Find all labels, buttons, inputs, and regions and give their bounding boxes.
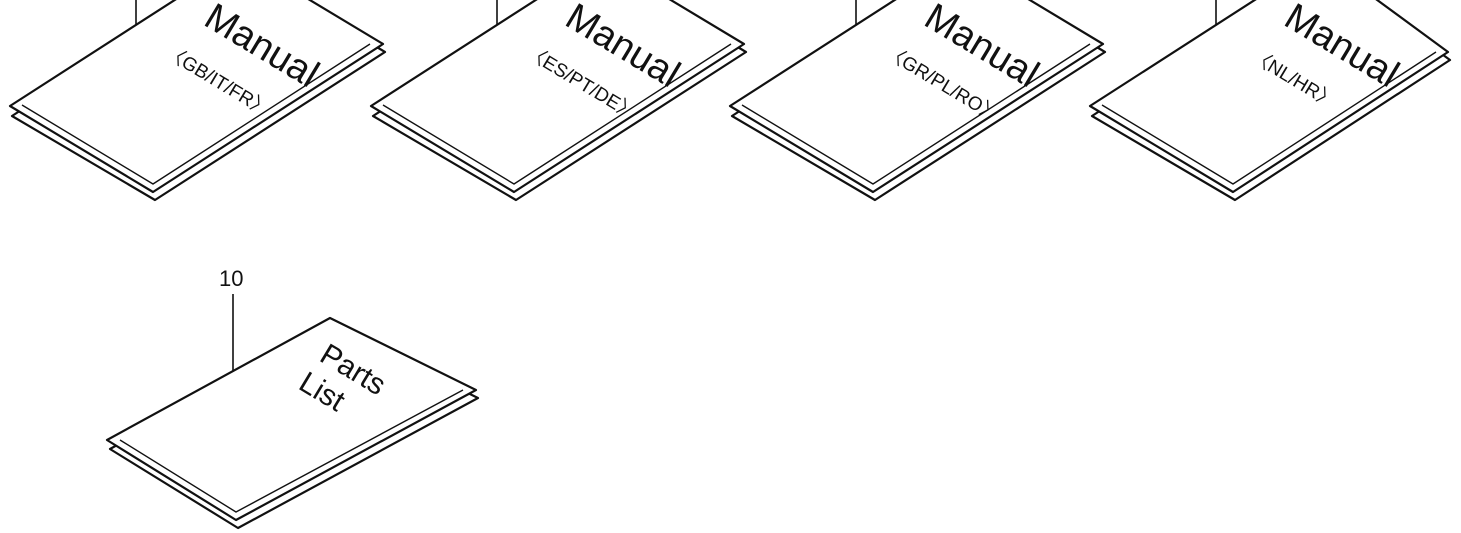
booklet-inner-edge bbox=[382, 43, 732, 185]
manual-booklet-4: Manual 〈NL/HR〉 bbox=[1088, 0, 1452, 202]
booklet-cover bbox=[369, 0, 746, 194]
booklet-inner-edge bbox=[119, 389, 464, 513]
booklet-cover bbox=[1088, 0, 1450, 194]
booklet-inner-edge bbox=[1101, 51, 1437, 185]
callout-number: 10 bbox=[219, 266, 243, 291]
booklet-cover bbox=[8, 0, 385, 194]
manual-booklet-1: Manual 〈GB/IT/FR〉 bbox=[8, 0, 387, 202]
booklet-inner-edge bbox=[741, 43, 1091, 185]
booklet-cover bbox=[728, 0, 1105, 194]
manual-booklet-3: Manual 〈GR/PL/RO〉 bbox=[728, 0, 1107, 202]
parts-list-booklet: 10 Parts List bbox=[105, 266, 480, 530]
booklet-cover bbox=[105, 316, 478, 522]
manual-booklet-2: Manual 〈ES/PT/DE〉 bbox=[369, 0, 748, 202]
booklet-inner-edge bbox=[21, 43, 371, 185]
